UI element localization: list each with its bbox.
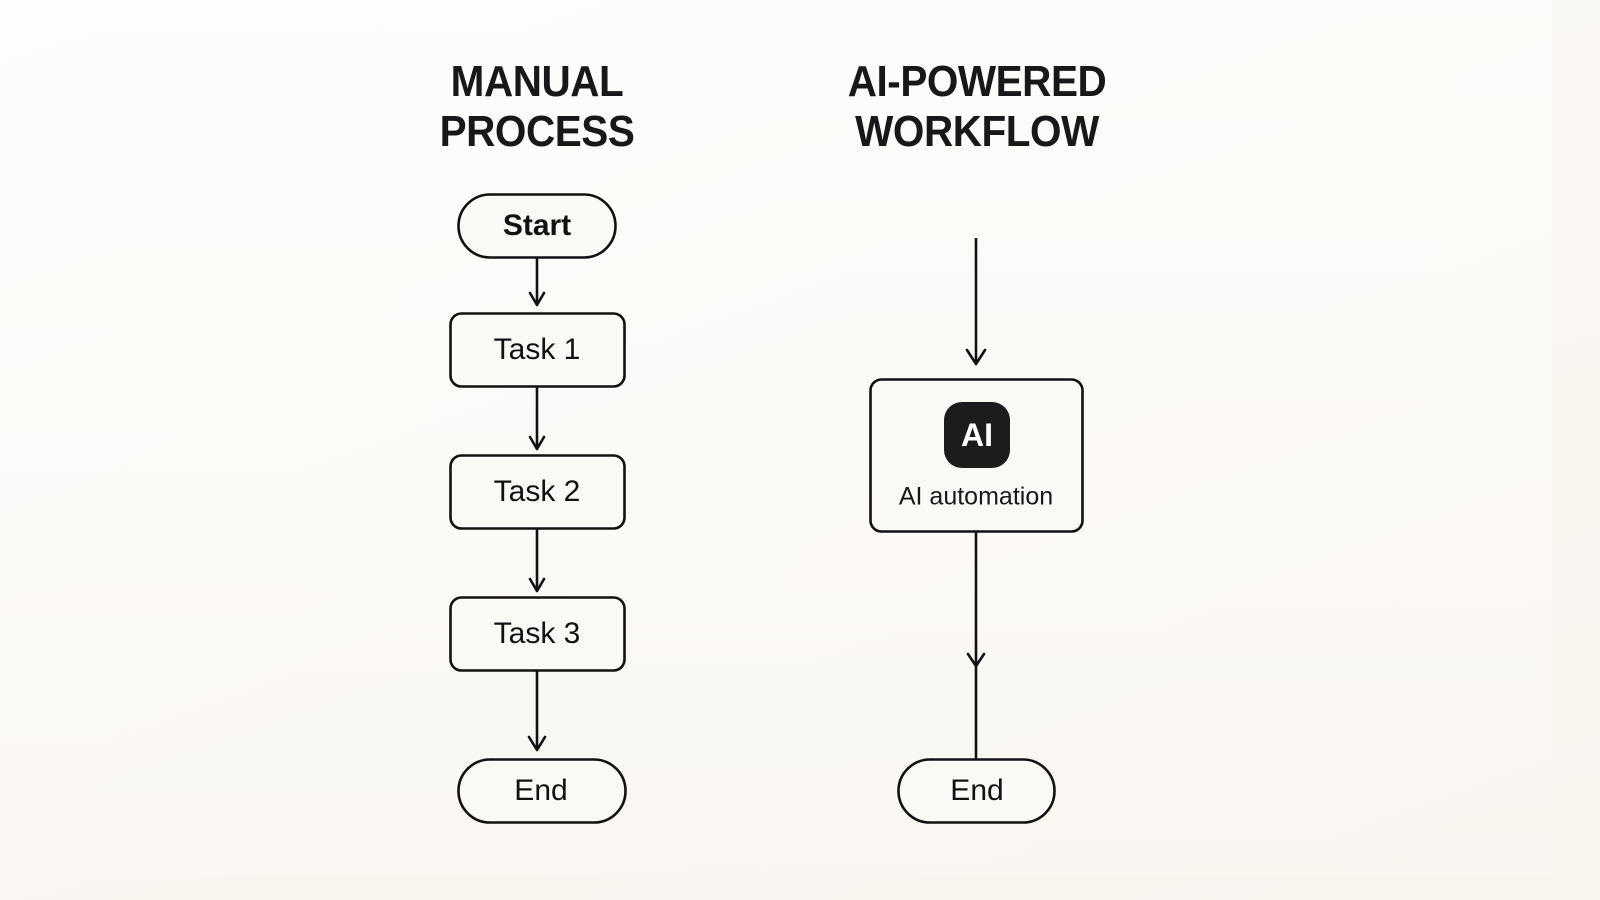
ai-badge-label: AI xyxy=(961,417,993,453)
column-title-manual-process: MANUAL PROCESS xyxy=(439,57,635,156)
ai-badge-icon xyxy=(944,402,1010,468)
node-label-start: Start xyxy=(502,209,572,242)
node-shape-task-1[interactable] xyxy=(449,312,626,388)
arrowhead-task-1-to-task-2 xyxy=(528,435,546,451)
node-label-end-left: End xyxy=(514,774,568,807)
node-label-task-2: Task 2 xyxy=(493,475,581,508)
arrowhead-task-2-to-task-3 xyxy=(528,577,546,593)
node-label-ai-automation: AI automation xyxy=(898,482,1054,511)
column-title-ai-powered-workflow: AI-POWERED WORKFLOW xyxy=(847,57,1107,156)
node-shape-start[interactable] xyxy=(457,193,617,259)
arrowhead-start-to-task-1 xyxy=(528,291,546,307)
node-shape-task-3[interactable] xyxy=(449,596,626,672)
arrowhead-inbound-to-ai-automation xyxy=(965,348,987,366)
node-shape-task-2[interactable] xyxy=(449,454,626,530)
node-label-end-right: End xyxy=(950,774,1004,807)
arrowhead-task-3-to-end xyxy=(527,735,547,752)
node-shape-end-left[interactable] xyxy=(457,758,627,824)
node-label-task-3: Task 3 xyxy=(493,617,581,650)
node-shape-end-right[interactable] xyxy=(897,758,1056,824)
node-label-task-1: Task 1 xyxy=(493,333,581,366)
arrowhead-ai-automation-to-end xyxy=(966,652,986,668)
